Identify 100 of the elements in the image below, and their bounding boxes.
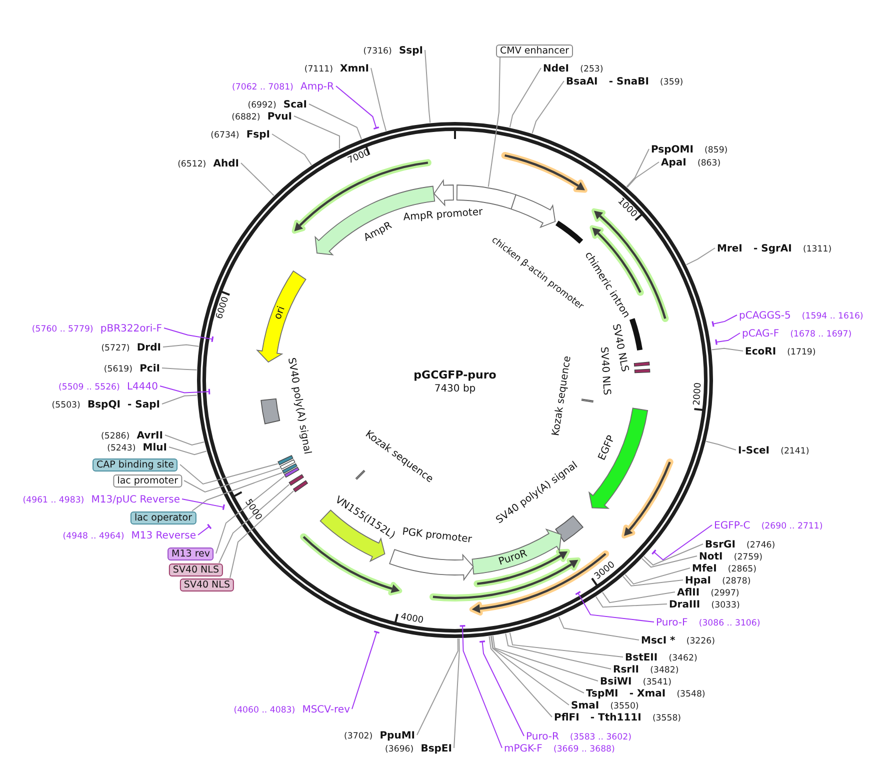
leader-line — [352, 630, 380, 710]
feature-label: SV40 NLS — [610, 323, 630, 373]
leader-line — [626, 162, 660, 188]
primer-label: Puro-F (3086 .. 3106) — [656, 614, 760, 630]
restriction-site-label: NotI (2759) — [699, 548, 762, 564]
restriction-site-label: (6512) AhdI — [178, 156, 239, 170]
restriction-site-label: AflII (2997) — [677, 584, 740, 600]
leader-line — [509, 632, 624, 658]
leader-line — [182, 498, 225, 511]
primer-label: pCAG-F (1678 .. 1697) — [742, 326, 852, 340]
feature-tag: lac operator — [130, 511, 196, 524]
leader-line — [490, 635, 584, 694]
leader-line — [490, 635, 570, 706]
primer-label: (7062 .. 7081) Amp-R — [232, 78, 334, 94]
leader-line — [574, 590, 654, 622]
restriction-site-label: (5286) AvrII — [101, 428, 163, 442]
leader-line — [192, 472, 283, 512]
leader-line — [488, 636, 552, 718]
scale-label: 7000 — [346, 148, 372, 166]
leader-line — [162, 368, 198, 370]
plasmid-size: 7430 bp — [434, 384, 476, 394]
leader-line — [168, 446, 207, 456]
leader-line — [641, 556, 698, 568]
feature-label: PuroR — [497, 548, 528, 568]
scale-label: 4000 — [399, 612, 424, 626]
restriction-site-label: HpaI (2878) — [685, 572, 751, 588]
restriction-site-label: (6882) PvuI — [232, 108, 292, 124]
restriction-site-label: (6992) ScaI — [248, 96, 307, 112]
leader-line — [416, 638, 458, 736]
leader-line — [624, 568, 690, 585]
leader-line — [308, 104, 362, 140]
restriction-site-label: ApaI (863) — [661, 154, 721, 170]
restriction-site-label: BstEII (3462) — [625, 650, 698, 664]
restriction-site-label: TspMI - XmaI (3548) — [586, 686, 706, 700]
restriction-site-label: MscI * (3226) — [641, 632, 715, 648]
restriction-site-label: NdeI (253) — [543, 60, 604, 76]
leader-line — [162, 394, 198, 404]
leader-line — [240, 162, 274, 196]
leader-line — [272, 134, 312, 166]
leader-line — [294, 116, 340, 150]
leader-line — [198, 524, 212, 536]
restriction-site-label: PflFI - Tth111I (3558) — [554, 710, 682, 724]
primer-label: pCAGGS-5 (1594 .. 1616) — [739, 308, 864, 322]
feature-label: SV40 poly(A) signal — [286, 357, 313, 456]
feature-label: EGFP — [596, 433, 617, 462]
restriction-site-label: (5503) BspQI - SapI — [52, 396, 160, 412]
restriction-site-label: I-SceI (2141) — [738, 442, 810, 458]
restriction-site-label: (7316) SspI — [363, 42, 423, 58]
leader-line — [558, 616, 640, 640]
restriction-site-label: BsaAI - SnaBI (359) — [566, 74, 684, 88]
leader-line — [454, 638, 460, 748]
leader-line — [180, 463, 278, 485]
restriction-site-label: (3696) BspEI — [385, 740, 452, 756]
leader-line — [164, 328, 214, 343]
leader-line — [230, 490, 294, 578]
restriction-site-label: (3702) PpuMI — [344, 728, 415, 742]
feature-label: ori — [272, 304, 288, 321]
feature-label: PGK promoter — [402, 526, 473, 546]
leader-line — [218, 484, 290, 564]
scale-label: 6000 — [214, 296, 232, 320]
primer-label: EGFP-C (2690 .. 2711) — [714, 518, 823, 532]
leader-line — [595, 596, 668, 608]
feature-label: Kozak sequence — [550, 355, 574, 437]
leader-line — [602, 592, 676, 604]
leader-line — [478, 640, 524, 736]
primer-label: (4961 .. 4983) M13/pUC Reverse — [22, 492, 180, 506]
primer-label: (5509 .. 5526) L4440 — [58, 378, 158, 394]
restriction-site-label: MfeI (2865) — [692, 560, 756, 576]
leader-line — [505, 633, 612, 670]
primer-label: (4060 .. 4083) MSCV-rev — [234, 702, 350, 716]
restriction-site-label: BsrGI (2746) — [705, 536, 776, 552]
leader-line — [164, 434, 205, 446]
restriction-site-label: EcoRI (1719) — [745, 344, 816, 358]
plasmid-name: pGCGFP-puro — [414, 368, 496, 382]
leader-line — [686, 248, 716, 266]
restriction-site-label: RsrII (3482) — [613, 662, 679, 676]
primer-label: Puro-R (3583 .. 3602) — [526, 728, 632, 744]
restriction-site-label: (7111) XmnI — [304, 60, 369, 76]
leader-line — [160, 386, 210, 396]
feature-tag: CMV enhancer — [496, 44, 574, 57]
leader-line — [706, 440, 736, 450]
feature-label: SV40 NLS — [598, 346, 612, 396]
primer-label: (5760 .. 5779) pBR322ori-F — [32, 320, 162, 336]
leader-line — [651, 524, 712, 560]
restriction-site-label: BsiWI (3541) — [600, 674, 672, 688]
primer-label: mPGK-F (3669 .. 3688) — [504, 740, 615, 756]
leader-line — [712, 314, 738, 328]
feature-tag: lac promoter — [113, 474, 182, 487]
scale-label: 2000 — [692, 382, 704, 406]
leader-line — [488, 56, 500, 188]
leader-line — [162, 344, 200, 348]
feature-tag: SV40 NLS — [180, 578, 234, 591]
restriction-site-label: SmaI (3550) — [571, 698, 639, 712]
restriction-site-label: (6734) FspI — [210, 126, 270, 142]
leader-line — [532, 80, 564, 134]
feature-tag: CAP binding site — [92, 458, 178, 471]
leader-line — [492, 635, 598, 682]
restriction-site-label: (5727) DrdI — [101, 340, 161, 354]
leader-line — [643, 544, 704, 566]
leader-line — [216, 476, 285, 554]
